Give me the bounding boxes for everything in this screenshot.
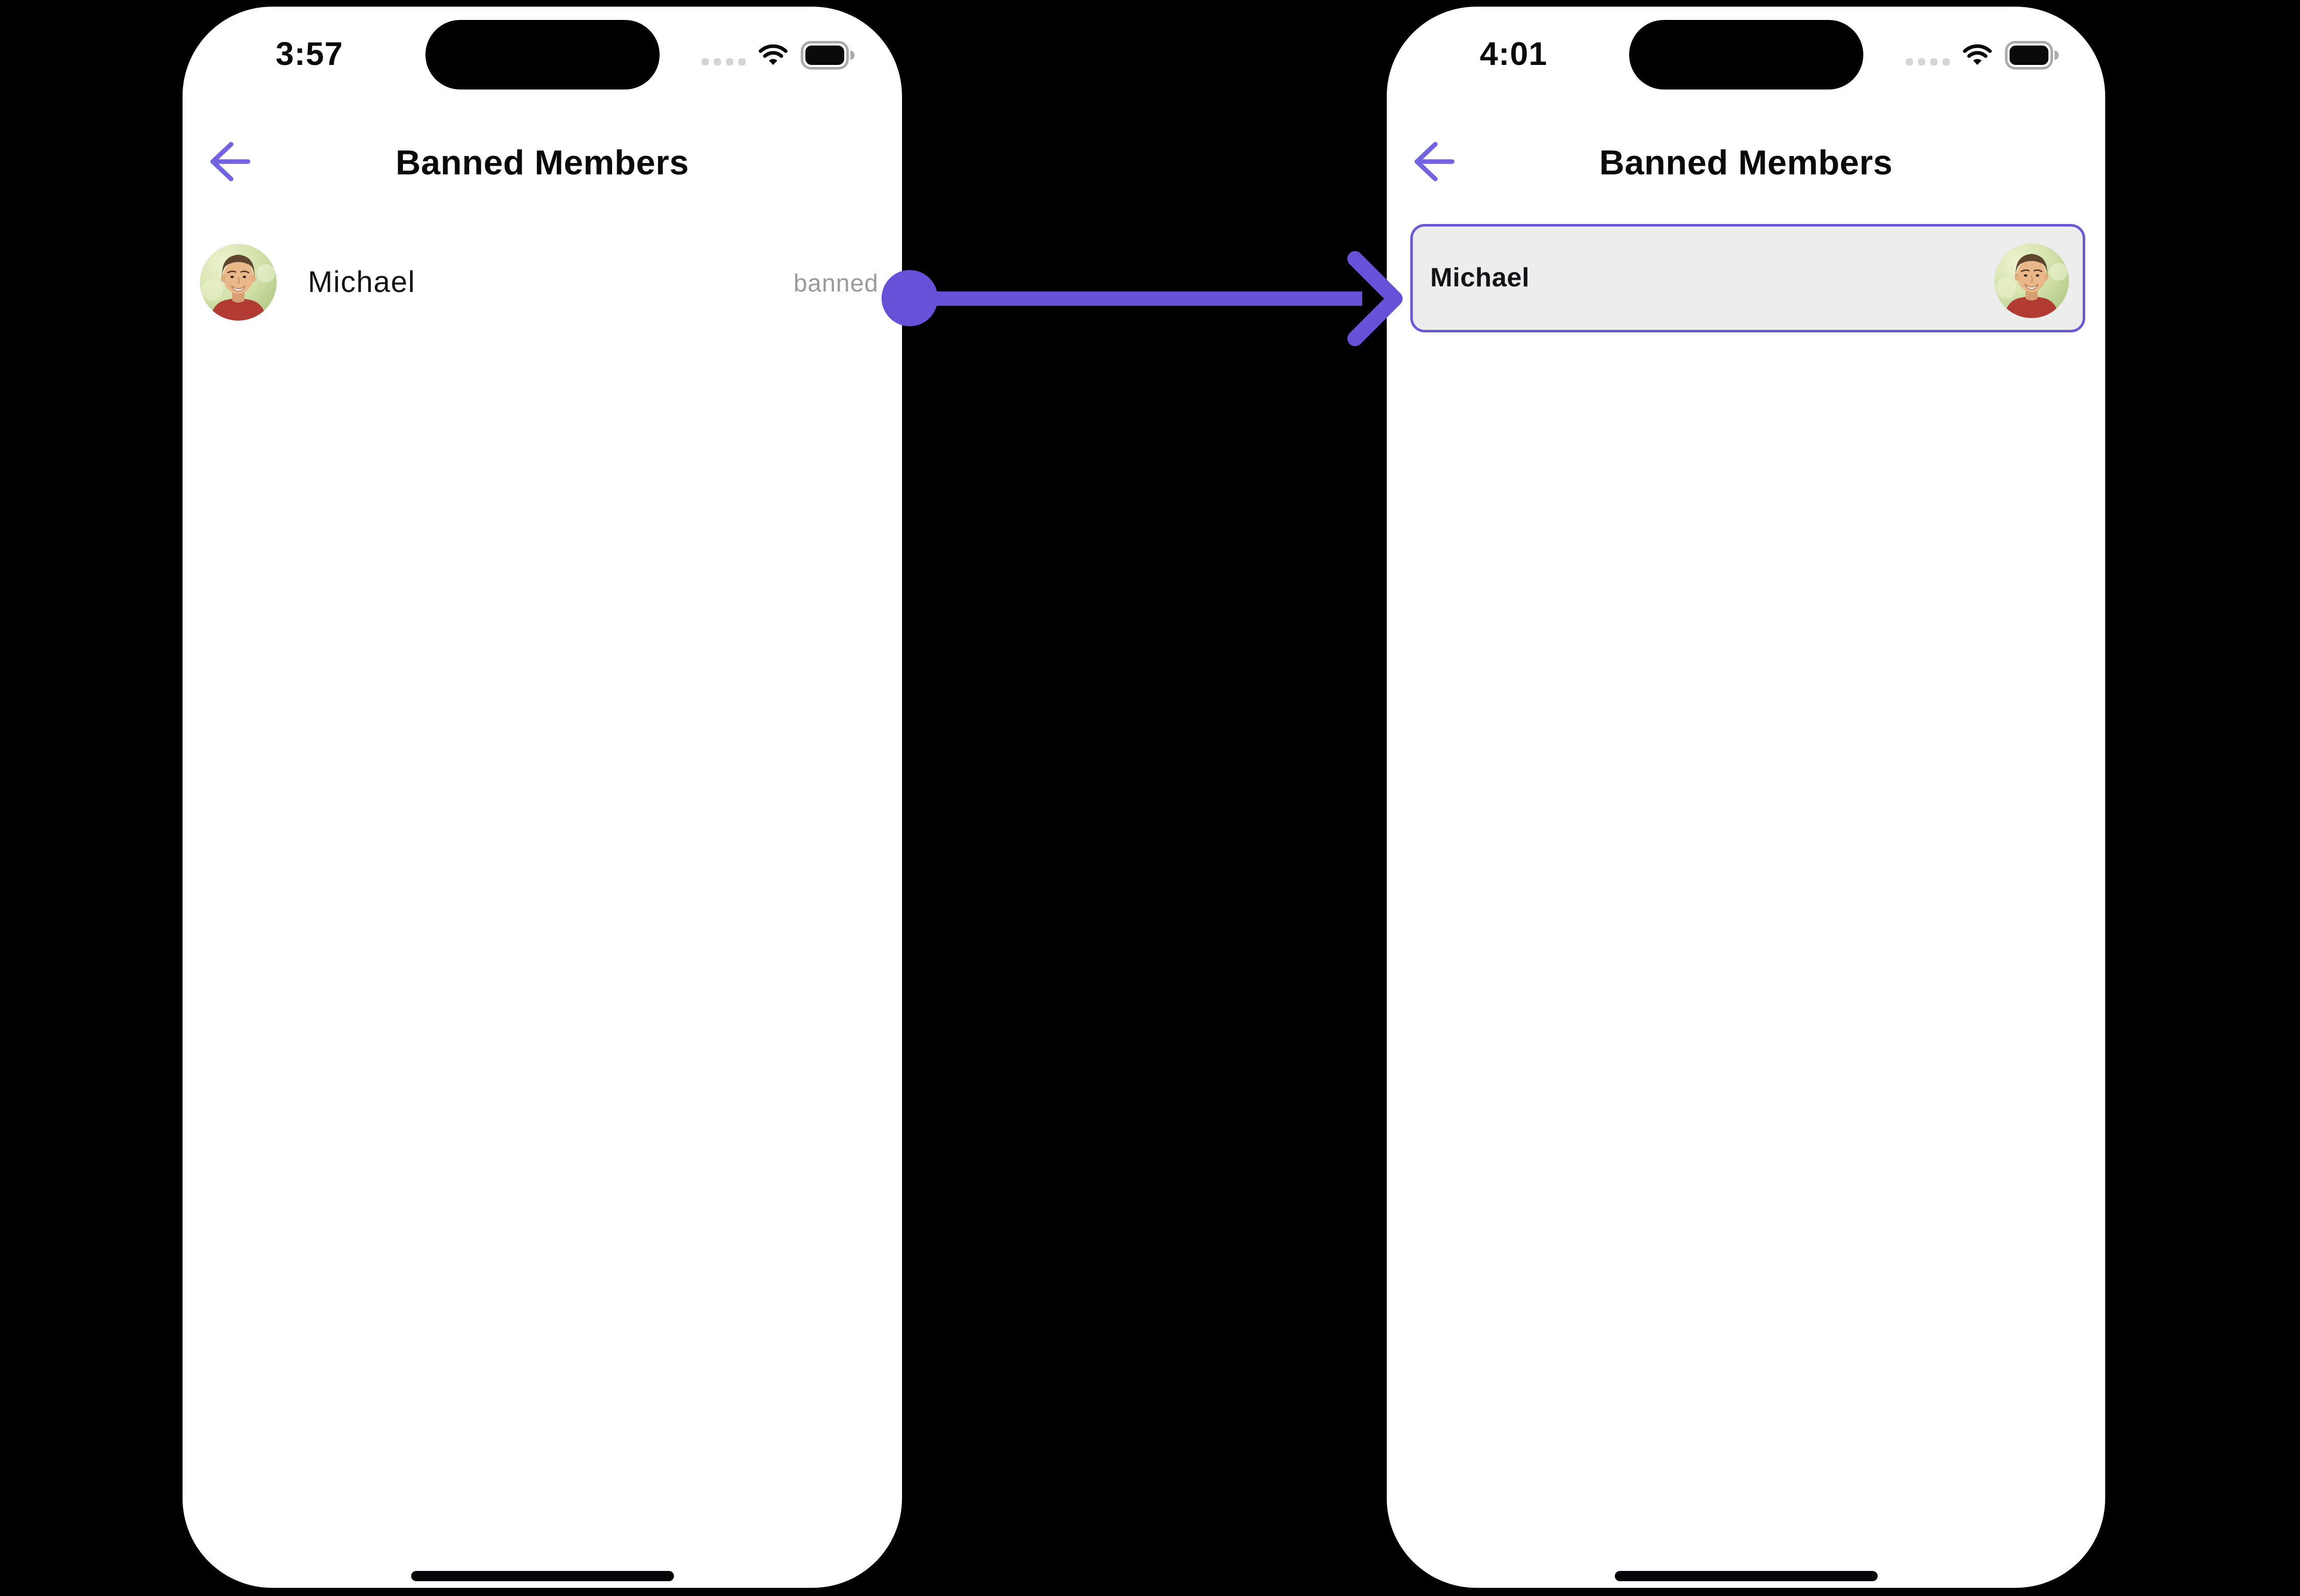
phone-screen-right: 4:01 Ban	[1387, 7, 2105, 1588]
dynamic-island	[425, 20, 660, 89]
member-name: Michael	[1430, 263, 1530, 293]
status-icons	[702, 38, 854, 71]
member-avatar	[200, 244, 277, 321]
member-status-badge: banned	[793, 270, 878, 297]
page-title: Banned Members	[1599, 143, 1893, 182]
member-name: Michael	[308, 265, 416, 299]
banned-member-row[interactable]: Michael banned	[183, 244, 902, 321]
status-icons	[1906, 38, 2059, 71]
page-title: Banned Members	[395, 143, 689, 182]
cellular-dots-icon	[702, 58, 746, 65]
wifi-icon	[1963, 44, 1992, 65]
phone-screen-left: 3:57 Ban	[183, 7, 902, 1588]
home-indicator[interactable]	[411, 1571, 674, 1581]
member-avatar	[1994, 243, 2069, 318]
status-time: 3:57	[276, 35, 344, 72]
banned-member-card[interactable]: Michael	[1410, 224, 2085, 332]
back-arrow-icon[interactable]	[208, 140, 251, 183]
home-indicator[interactable]	[1614, 1571, 1878, 1581]
transition-arrow-icon	[882, 251, 1403, 346]
cellular-dots-icon	[1906, 58, 1950, 65]
battery-icon	[801, 41, 854, 70]
back-arrow-icon[interactable]	[1412, 140, 1455, 183]
dynamic-island	[1629, 20, 1863, 89]
battery-icon	[2005, 41, 2059, 70]
status-time: 4:01	[1480, 35, 1548, 72]
wifi-icon	[758, 44, 788, 65]
